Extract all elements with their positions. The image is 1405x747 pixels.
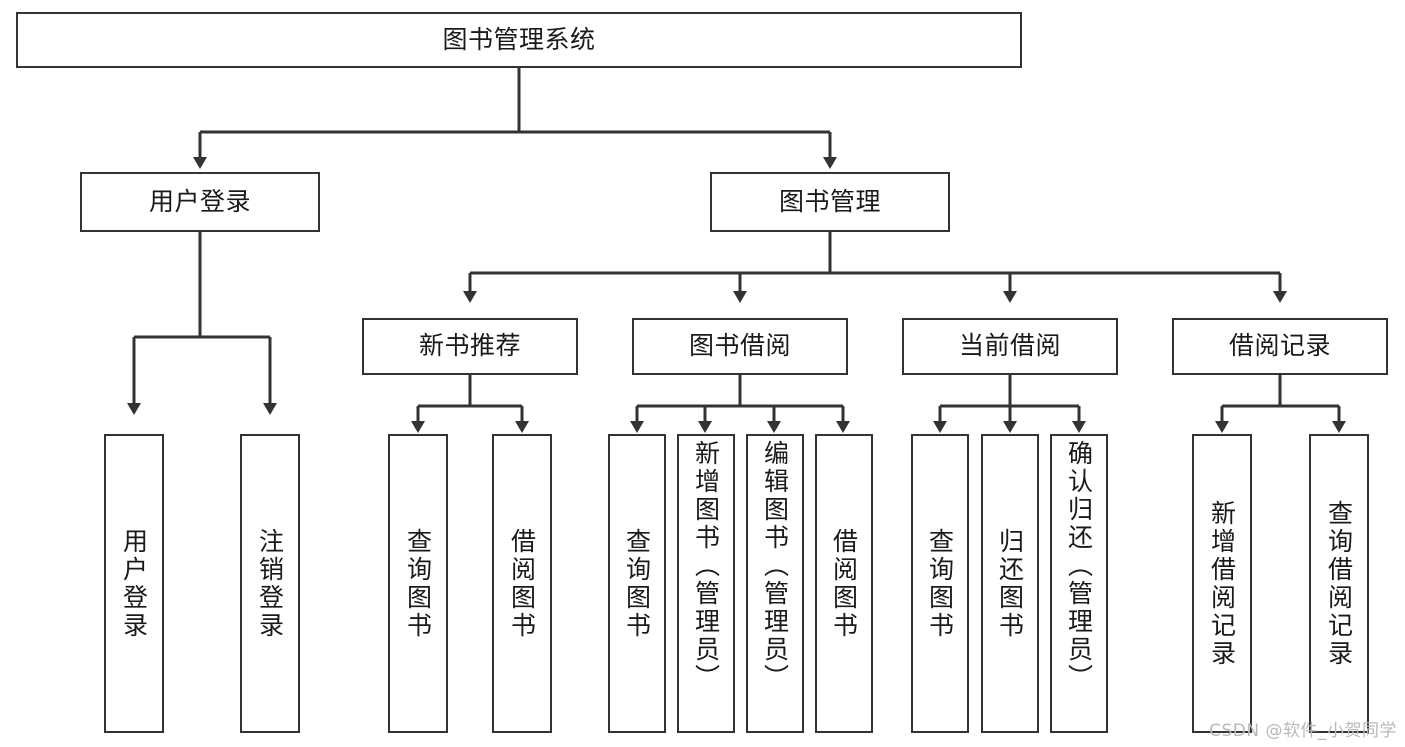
node-book-borrow[interactable]: 图书借阅 [632,318,848,375]
node-label: 借阅图书 [829,527,859,640]
node-label: 图书管理 [778,186,881,216]
leaf-add-book-admin[interactable]: 新增图书（管理员） [677,434,735,733]
node-label: 归还图书 [995,527,1025,640]
node-label: 用户登录 [148,186,251,216]
node-label: 图书借阅 [688,331,791,361]
leaf-query-book-current[interactable]: 查询图书 [911,434,969,733]
node-label: 当前借阅 [958,331,1061,361]
node-book-management[interactable]: 图书管理 [710,172,950,232]
leaf-query-book-borrow[interactable]: 查询图书 [608,434,666,733]
node-label: 查询图书 [403,527,433,640]
node-label: 查询借阅记录 [1324,499,1354,668]
leaf-user-login[interactable]: 用户登录 [104,434,164,733]
leaf-edit-book-admin[interactable]: 编辑图书（管理员） [746,434,804,733]
node-label: 查询图书 [925,527,955,640]
node-label: 新书推荐 [418,331,521,361]
node-user-login[interactable]: 用户登录 [80,172,320,232]
node-label: 新增图书（管理员） [691,440,721,692]
leaf-query-borrow-record[interactable]: 查询借阅记录 [1309,434,1369,733]
leaf-add-borrow-record[interactable]: 新增借阅记录 [1192,434,1252,733]
node-label: 编辑图书（管理员） [760,440,790,692]
leaf-return-book[interactable]: 归还图书 [981,434,1039,733]
node-new-book-recommend[interactable]: 新书推荐 [362,318,578,375]
node-label: 注销登录 [255,527,285,640]
node-borrow-record[interactable]: 借阅记录 [1172,318,1388,375]
leaf-query-book-new[interactable]: 查询图书 [388,434,448,733]
node-label: 查询图书 [622,527,652,640]
node-label: 借阅记录 [1228,331,1331,361]
node-root-system[interactable]: 图书管理系统 [16,12,1022,68]
node-label: 新增借阅记录 [1207,499,1237,668]
leaf-confirm-return-admin[interactable]: 确认归还（管理员） [1050,434,1108,733]
node-label: 用户登录 [119,527,149,640]
node-label: 借阅图书 [507,527,537,640]
node-label: 图书管理系统 [442,24,596,54]
node-label: 确认归还（管理员） [1064,440,1094,692]
leaf-logout[interactable]: 注销登录 [240,434,300,733]
leaf-borrow-book-new[interactable]: 借阅图书 [492,434,552,733]
node-current-borrow[interactable]: 当前借阅 [902,318,1118,375]
leaf-borrow-book[interactable]: 借阅图书 [815,434,873,733]
